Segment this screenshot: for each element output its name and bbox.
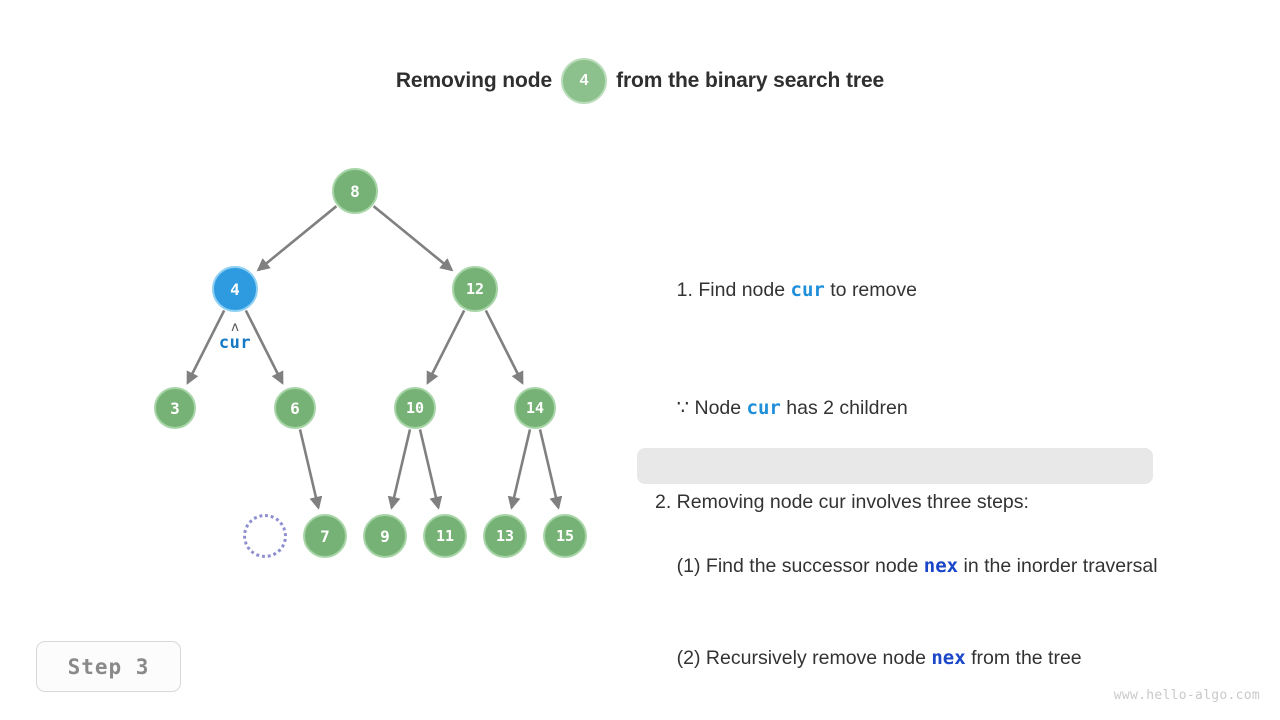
tree-edge-n8-n12	[372, 205, 454, 272]
tree-edge-n8-n4	[256, 205, 338, 272]
info-line-three-steps: 2. Removing node cur involves three step…	[655, 491, 1029, 513]
page-title: Removing node 4 from the binary search t…	[0, 58, 1280, 104]
spacer	[655, 516, 1260, 524]
title-prefix: Removing node	[395, 69, 553, 92]
tree-edge-n10-n11	[418, 429, 443, 510]
tree-node-15: 15	[543, 514, 587, 558]
cur-pointer-label: cur	[218, 333, 252, 353]
title-suffix: from the binary search tree	[616, 69, 885, 92]
tree-edges-layer	[186, 205, 563, 510]
tree-node-14: 14	[514, 387, 556, 429]
tree-edge-n4-n6	[244, 309, 284, 385]
tree-edge-n14-n13	[507, 429, 532, 510]
cur-pointer-marker: ʌ cur	[195, 320, 275, 353]
line5-text-a: (2) Recursively remove node	[676, 647, 932, 669]
tree-node-8: 8	[332, 168, 378, 214]
tree-edge-n12-n14	[484, 309, 524, 385]
info-line-two-children: ∵ Node cur has 2 children	[655, 366, 1260, 450]
step-badge: Step 3	[36, 641, 181, 692]
spacer	[655, 608, 1260, 616]
tree-node-11: 11	[423, 514, 467, 558]
line2-text-b: has 2 children	[780, 397, 908, 419]
line1-text-b: to remove	[824, 279, 917, 301]
tree-edge-n10-n9	[387, 429, 412, 510]
tree-node-empty-slot	[243, 514, 287, 558]
tree-edge-n14-n15	[538, 429, 563, 510]
line5-text-b: from the tree	[965, 647, 1082, 669]
tree-node-12: 12	[452, 266, 498, 312]
tree-edge-n6-n7	[298, 429, 323, 510]
keyword-cur: cur	[746, 397, 781, 419]
tree-node-10: 10	[394, 387, 436, 429]
info-line-step-1: (1) Find the successor node nex in the i…	[655, 524, 1260, 608]
info-line-find-cur: 1. Find node cur to remove	[655, 248, 1260, 332]
title-node-badge: 4	[561, 58, 608, 104]
keyword-nex: nex	[931, 647, 966, 669]
cur-caret-icon: ʌ	[231, 320, 239, 335]
keyword-cur: cur	[790, 279, 825, 301]
tree-node-4: 4	[212, 266, 258, 312]
line1-text-a: 1. Find node	[676, 279, 791, 301]
line2-text-a: ∵ Node	[676, 397, 747, 419]
explanation-panel: 1. Find node cur to remove ∵ Node cur ha…	[637, 248, 1260, 700]
line4-text-b: in the inorder traversal	[958, 555, 1158, 577]
keyword-nex: nex	[923, 555, 959, 577]
tree-node-13: 13	[483, 514, 527, 558]
tree-edge-n4-n3	[186, 309, 226, 385]
tree-node-9: 9	[363, 514, 407, 558]
tree-node-7: 7	[303, 514, 347, 558]
tree-edge-n12-n10	[426, 309, 466, 385]
line4-text-a: (1) Find the successor node	[676, 555, 924, 577]
footer-watermark: www.hello-algo.com	[1113, 688, 1260, 703]
active-step-highlight	[637, 448, 1153, 484]
tree-node-3: 3	[154, 387, 196, 429]
info-line-step-2: (2) Recursively remove node nex from the…	[655, 616, 1260, 700]
spacer	[655, 332, 1260, 366]
tree-node-6: 6	[274, 387, 316, 429]
